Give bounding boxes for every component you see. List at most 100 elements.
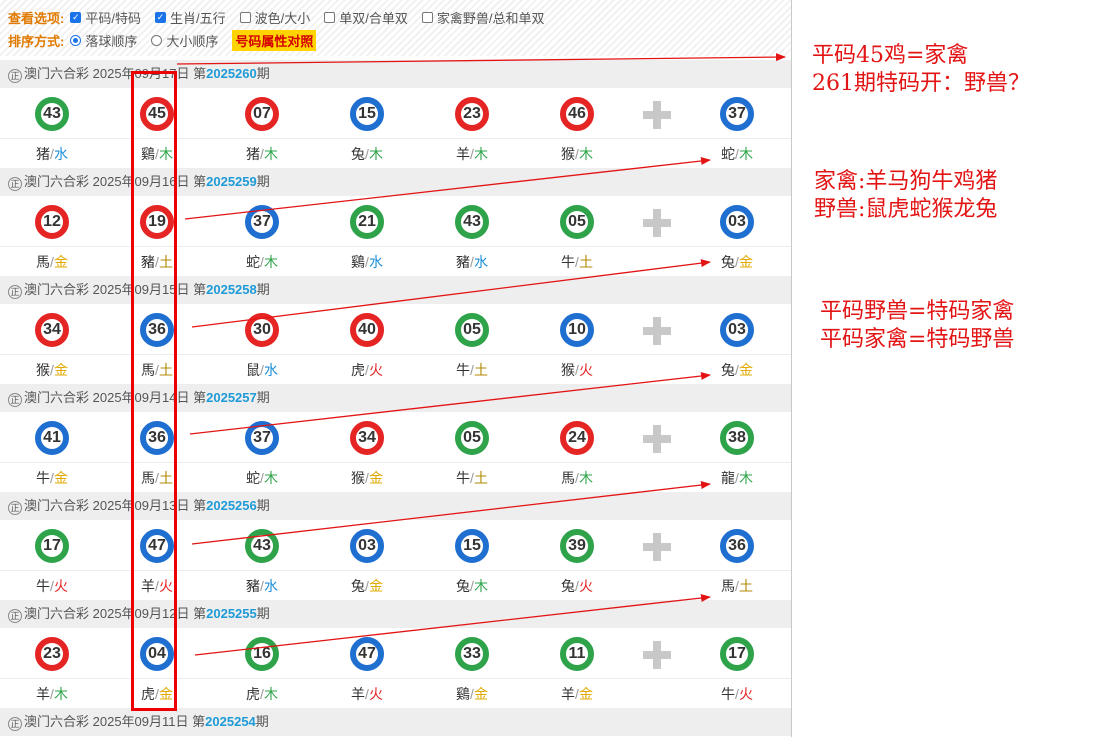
zodiac-text: 龍 — [721, 470, 736, 486]
zodiac-text: 蛇 — [246, 254, 261, 270]
view-options-label: 查看选项: — [8, 11, 65, 26]
ball-number: 23 — [461, 103, 483, 125]
sort-option-label: 大小顺序 — [166, 34, 219, 49]
issue-number[interactable]: 2025259 — [206, 174, 257, 189]
panel-divider — [791, 0, 792, 737]
sort-option-1[interactable]: 大小顺序 — [151, 31, 218, 50]
checkbox-icon[interactable] — [421, 12, 433, 23]
slash: / — [735, 362, 739, 378]
ball-number: 24 — [566, 427, 588, 449]
zodiac-element-label: 馬/土 — [127, 360, 187, 380]
draw-header: 正澳门六合彩 2025年09月11日 第2025254期 — [0, 708, 791, 736]
checkbox-icon[interactable]: ✓ — [70, 12, 82, 23]
row-divider — [0, 354, 791, 355]
slash: / — [260, 686, 264, 702]
view-option-4[interactable]: 家禽野兽/总和单双 — [421, 8, 544, 27]
checkbox-icon[interactable] — [239, 12, 251, 23]
zodiac-element-label: 猴/金 — [337, 468, 397, 488]
element-text: 金 — [368, 578, 383, 594]
ball-number: 23 — [41, 643, 63, 665]
zodiac-element-label: 蛇/木 — [232, 468, 292, 488]
element-text: 火 — [158, 578, 173, 594]
ball-number: 11 — [566, 643, 588, 665]
annotation-note-1: 平码45鸡=家禽 261期特码开：野兽？ — [812, 42, 1030, 98]
zodiac-element-label: 鼠/水 — [232, 360, 292, 380]
element-text: 土 — [578, 254, 593, 270]
regular-number-ball: 15 — [350, 97, 384, 131]
zodiac-text: 馬 — [141, 470, 156, 486]
regular-number-ball: 23 — [455, 97, 489, 131]
ball-number: 19 — [146, 211, 168, 233]
zodiac-text: 馬 — [721, 578, 736, 594]
regular-number-ball: 17 — [35, 529, 69, 563]
draw-date: 2025年09月14日 — [92, 390, 190, 405]
radio-icon[interactable] — [70, 35, 82, 46]
zodiac-text: 羊 — [141, 578, 156, 594]
element-text: 火 — [578, 362, 593, 378]
attribute-compare-button[interactable]: 号码属性对照 — [232, 30, 317, 51]
draw-header: 正澳门六合彩 2025年09月13日 第2025256期 — [0, 492, 791, 520]
zodiac-element-label: 鷄/木 — [127, 144, 187, 164]
ball-number: 03 — [726, 319, 748, 341]
annotation-note-3: 平码野兽=特码家禽 平码家禽=特码野兽 — [820, 298, 1014, 354]
radio-icon[interactable] — [151, 35, 163, 46]
view-option-1[interactable]: ✓生肖/五行 — [154, 8, 226, 27]
element-text: 木 — [263, 470, 278, 486]
ball-number: 05 — [566, 211, 588, 233]
issue-number[interactable]: 2025256 — [206, 498, 257, 513]
ball-number: 10 — [566, 319, 588, 341]
zodiac-element-label: 猪/木 — [232, 144, 292, 164]
special-number-ball: 36 — [720, 529, 754, 563]
checkbox-icon[interactable]: ✓ — [154, 12, 166, 23]
view-option-3[interactable]: 单双/合单双 — [324, 8, 408, 27]
ball-number: 04 — [146, 643, 168, 665]
issue-number[interactable]: 2025255 — [206, 606, 257, 621]
zodiac-element-label: 兔/木 — [337, 144, 397, 164]
issue-suffix: 期 — [256, 66, 270, 81]
element-text: 金 — [53, 254, 68, 270]
issue-prefix: 第 — [193, 66, 207, 81]
element-text: 金 — [158, 686, 173, 702]
slash: / — [735, 146, 739, 162]
ball-number: 43 — [251, 535, 273, 557]
checkbox-icon[interactable] — [324, 12, 336, 23]
zodiac-element-label: 虎/金 — [127, 684, 187, 704]
ball-number: 33 — [461, 643, 483, 665]
zodiac-text: 鷄 — [141, 146, 156, 162]
slash: / — [50, 578, 54, 594]
ball-number: 46 — [566, 103, 588, 125]
element-text: 木 — [263, 686, 278, 702]
sort-option-0[interactable]: 落球顺序 — [70, 31, 137, 50]
element-text: 木 — [738, 470, 753, 486]
slash: / — [575, 578, 579, 594]
element-text: 土 — [158, 254, 173, 270]
row-divider — [0, 462, 791, 463]
draw-date: 2025年09月12日 — [92, 606, 190, 621]
element-text: 木 — [263, 254, 278, 270]
zodiac-element-label: 馬/土 — [127, 468, 187, 488]
zodiac-text: 鼠 — [246, 362, 261, 378]
draw-date: 2025年09月11日 — [92, 714, 189, 729]
issue-number[interactable]: 2025258 — [206, 282, 257, 297]
special-number-ball: 03 — [720, 313, 754, 347]
zodiac-text: 牛 — [456, 470, 471, 486]
ball-number: 05 — [461, 319, 483, 341]
element-text: 火 — [738, 686, 753, 702]
element-text: 木 — [263, 146, 278, 162]
slash: / — [365, 146, 369, 162]
regular-number-ball: 47 — [140, 529, 174, 563]
zodiac-text: 羊 — [561, 686, 576, 702]
regular-number-ball: 40 — [350, 313, 384, 347]
regular-number-ball: 04 — [140, 637, 174, 671]
view-option-2[interactable]: 波色/大小 — [239, 8, 310, 27]
issue-number[interactable]: 2025257 — [206, 390, 257, 405]
view-option-label: 平码/特码 — [85, 11, 141, 26]
regular-number-ball: 34 — [35, 313, 69, 347]
issue-number[interactable]: 2025254 — [205, 714, 256, 729]
issue-number[interactable]: 2025260 — [206, 66, 257, 81]
view-option-0[interactable]: ✓平码/特码 — [70, 8, 141, 27]
issue-suffix: 期 — [256, 390, 270, 405]
slash: / — [735, 578, 739, 594]
lottery-emblem-icon: 正 — [8, 717, 22, 731]
